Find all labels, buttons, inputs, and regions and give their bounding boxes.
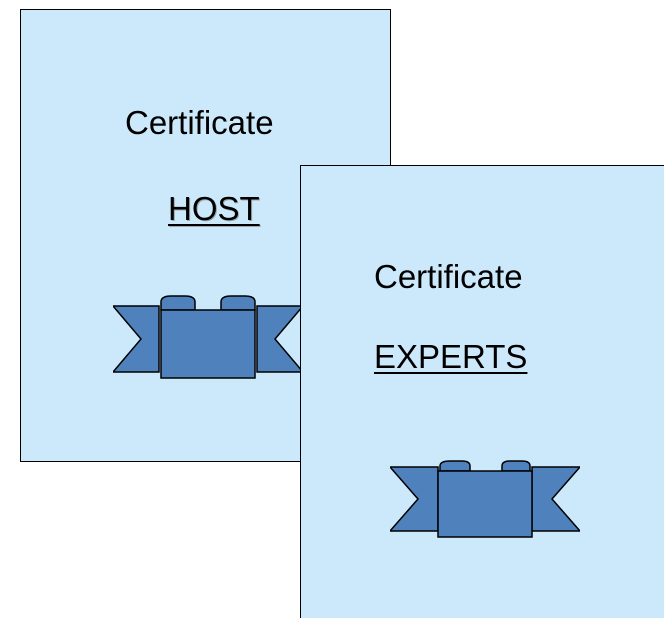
certificate-title: Certificate	[374, 258, 523, 295]
certificate-name: EXPERTS	[374, 338, 528, 375]
certificate-title: Certificate	[125, 104, 274, 141]
ribbon-banner-icon	[113, 295, 303, 379]
certificate-name: HOST	[168, 190, 260, 227]
certificate-card-experts: Certificate EXPERTS	[300, 165, 664, 618]
ribbon-banner-icon	[390, 460, 580, 538]
